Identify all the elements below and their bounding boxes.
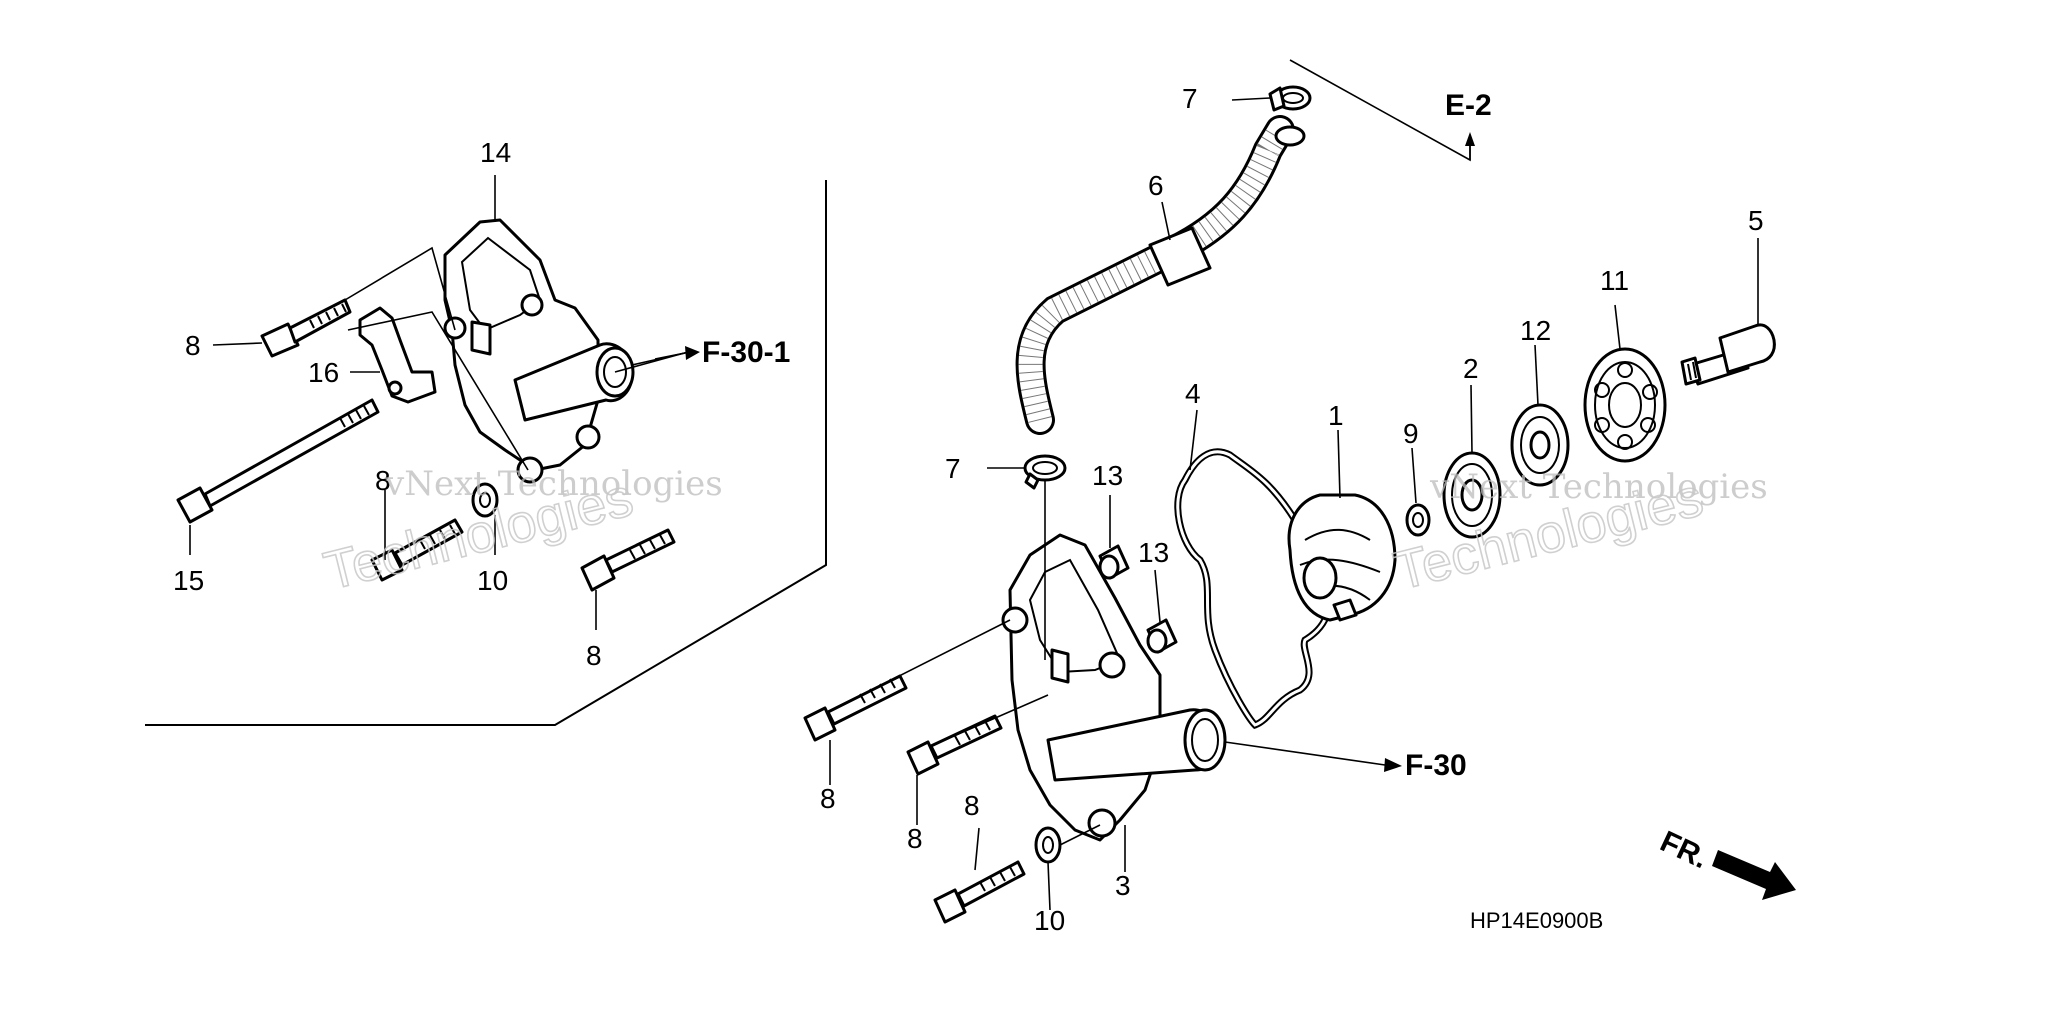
dowel-pin-upper (1098, 544, 1130, 580)
callout-4: 4 (1185, 378, 1201, 409)
callout-8-inset-middle: 8 (375, 465, 391, 496)
dowel-pin-lower (1146, 618, 1178, 654)
reference-arrows (631, 132, 1475, 772)
inset-frame (145, 180, 827, 726)
callout-16: 16 (308, 357, 339, 388)
callout-13-lower: 13 (1138, 537, 1169, 568)
callout-7-top: 7 (1182, 83, 1198, 114)
callout-10-main: 10 (1034, 905, 1065, 936)
bolt-upper (803, 674, 908, 742)
inset-long-bolt (176, 398, 380, 524)
inset-washer (471, 482, 499, 518)
callout-12: 12 (1520, 315, 1551, 346)
reference-e2: E-2 (1445, 89, 1492, 122)
oil-seal (1510, 403, 1570, 487)
callout-8-main-lower: 8 (964, 790, 980, 821)
pump-shaft (1680, 323, 1776, 386)
impeller (1287, 493, 1397, 622)
inset-clamp (358, 306, 437, 404)
sealing-washer (1034, 826, 1062, 864)
reference-f30: F-30 (1405, 749, 1467, 782)
reference-labels: F-30-1 F-30 E-2 (702, 89, 1492, 782)
callout-2: 2 (1463, 353, 1479, 384)
callout-8-inset-upper: 8 (185, 330, 201, 361)
diagram-code: HP14E0900B (1470, 908, 1603, 933)
watermark-right: vNext Technologies Technologies (1388, 466, 1768, 602)
bolt-middle (906, 714, 1003, 776)
reference-f30-1: F-30-1 (702, 336, 790, 369)
front-label: FR. (1655, 825, 1713, 875)
callout-8-inset-lower: 8 (586, 640, 602, 671)
svg-text:vNext Technologies: vNext Technologies (1429, 467, 1768, 507)
svg-text:vNext Technologies: vNext Technologies (384, 464, 723, 504)
callout-7-lower: 7 (945, 453, 961, 484)
inset-bolt-middle (370, 518, 464, 582)
washer (1405, 503, 1431, 537)
callout-8-main-middle: 8 (907, 823, 923, 854)
leader-lines (189, 59, 1759, 911)
callout-13-upper: 13 (1092, 460, 1123, 491)
callout-8-main-upper: 8 (820, 783, 836, 814)
callout-10-inset: 10 (477, 565, 508, 596)
inset-pump-body (443, 218, 635, 484)
callout-9: 9 (1403, 418, 1419, 449)
callout-labels: 14 8 16 15 8 10 8 7 6 7 13 13 4 1 9 2 12… (173, 83, 1764, 936)
clamp-top (1268, 85, 1312, 112)
inset-bolt-lower (580, 528, 676, 592)
callout-11: 11 (1600, 265, 1629, 296)
callout-6: 6 (1148, 170, 1164, 201)
callout-3: 3 (1115, 870, 1131, 901)
callout-5: 5 (1748, 205, 1764, 236)
callout-1: 1 (1328, 400, 1344, 431)
callout-14: 14 (480, 137, 511, 168)
bearing (1583, 347, 1667, 463)
inset-bolt-upper (260, 298, 352, 358)
front-direction-arrow: FR. (1655, 825, 1796, 900)
callout-15: 15 (173, 565, 204, 596)
pump-cover (1001, 533, 1227, 842)
bolt-lower (933, 860, 1026, 924)
